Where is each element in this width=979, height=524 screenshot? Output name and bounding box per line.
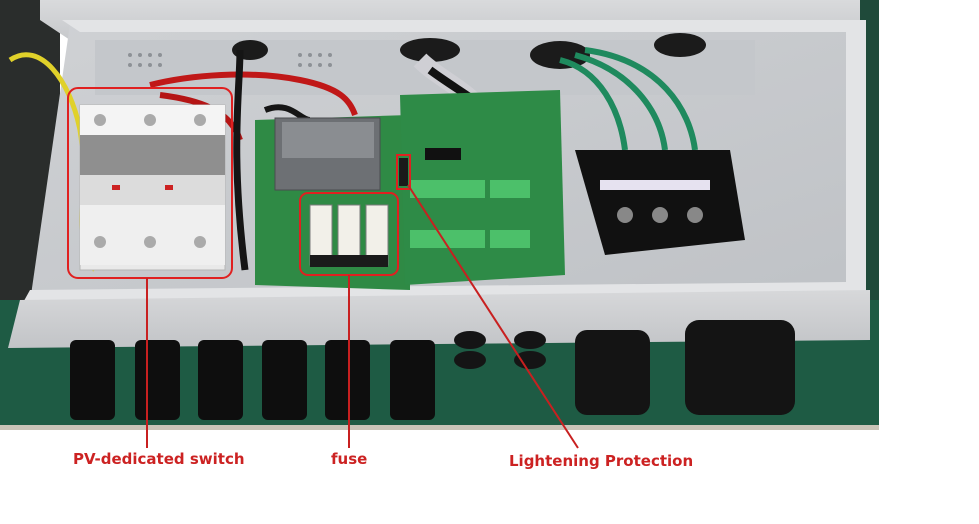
pcb-terminal-blocks — [410, 180, 530, 248]
transformer-top — [282, 122, 374, 158]
green-wire-2 — [574, 52, 668, 151]
pcb-connector — [425, 148, 461, 160]
lightning-protection-caption: Lightening Protection — [509, 452, 694, 470]
switch-caption: PV-dedicated switch — [73, 450, 245, 468]
enclosure-front — [8, 290, 870, 348]
green-wire-3 — [584, 47, 698, 151]
switch-highlight-box — [67, 87, 233, 279]
pv-switch-breaker — [79, 104, 226, 271]
front-grommets — [454, 331, 546, 369]
black-wire-1 — [233, 49, 249, 271]
cable-gland-back-2 — [530, 41, 590, 69]
photo-bottom-edge — [0, 425, 879, 430]
fuse-holders — [309, 204, 389, 267]
lightning-highlight-box — [396, 154, 411, 190]
cable-glands-front — [575, 320, 795, 415]
cable-gland-back-1 — [400, 38, 460, 62]
vent-holes — [128, 53, 332, 67]
output-terminal-block — [575, 150, 745, 255]
lightning-leader-line — [407, 184, 579, 449]
lightning-protection-component — [399, 158, 408, 186]
red-wire-1 — [149, 71, 358, 117]
cable-gland-back-3 — [654, 33, 706, 57]
green-wire-1 — [559, 57, 628, 151]
fuse-caption: fuse — [331, 450, 368, 468]
